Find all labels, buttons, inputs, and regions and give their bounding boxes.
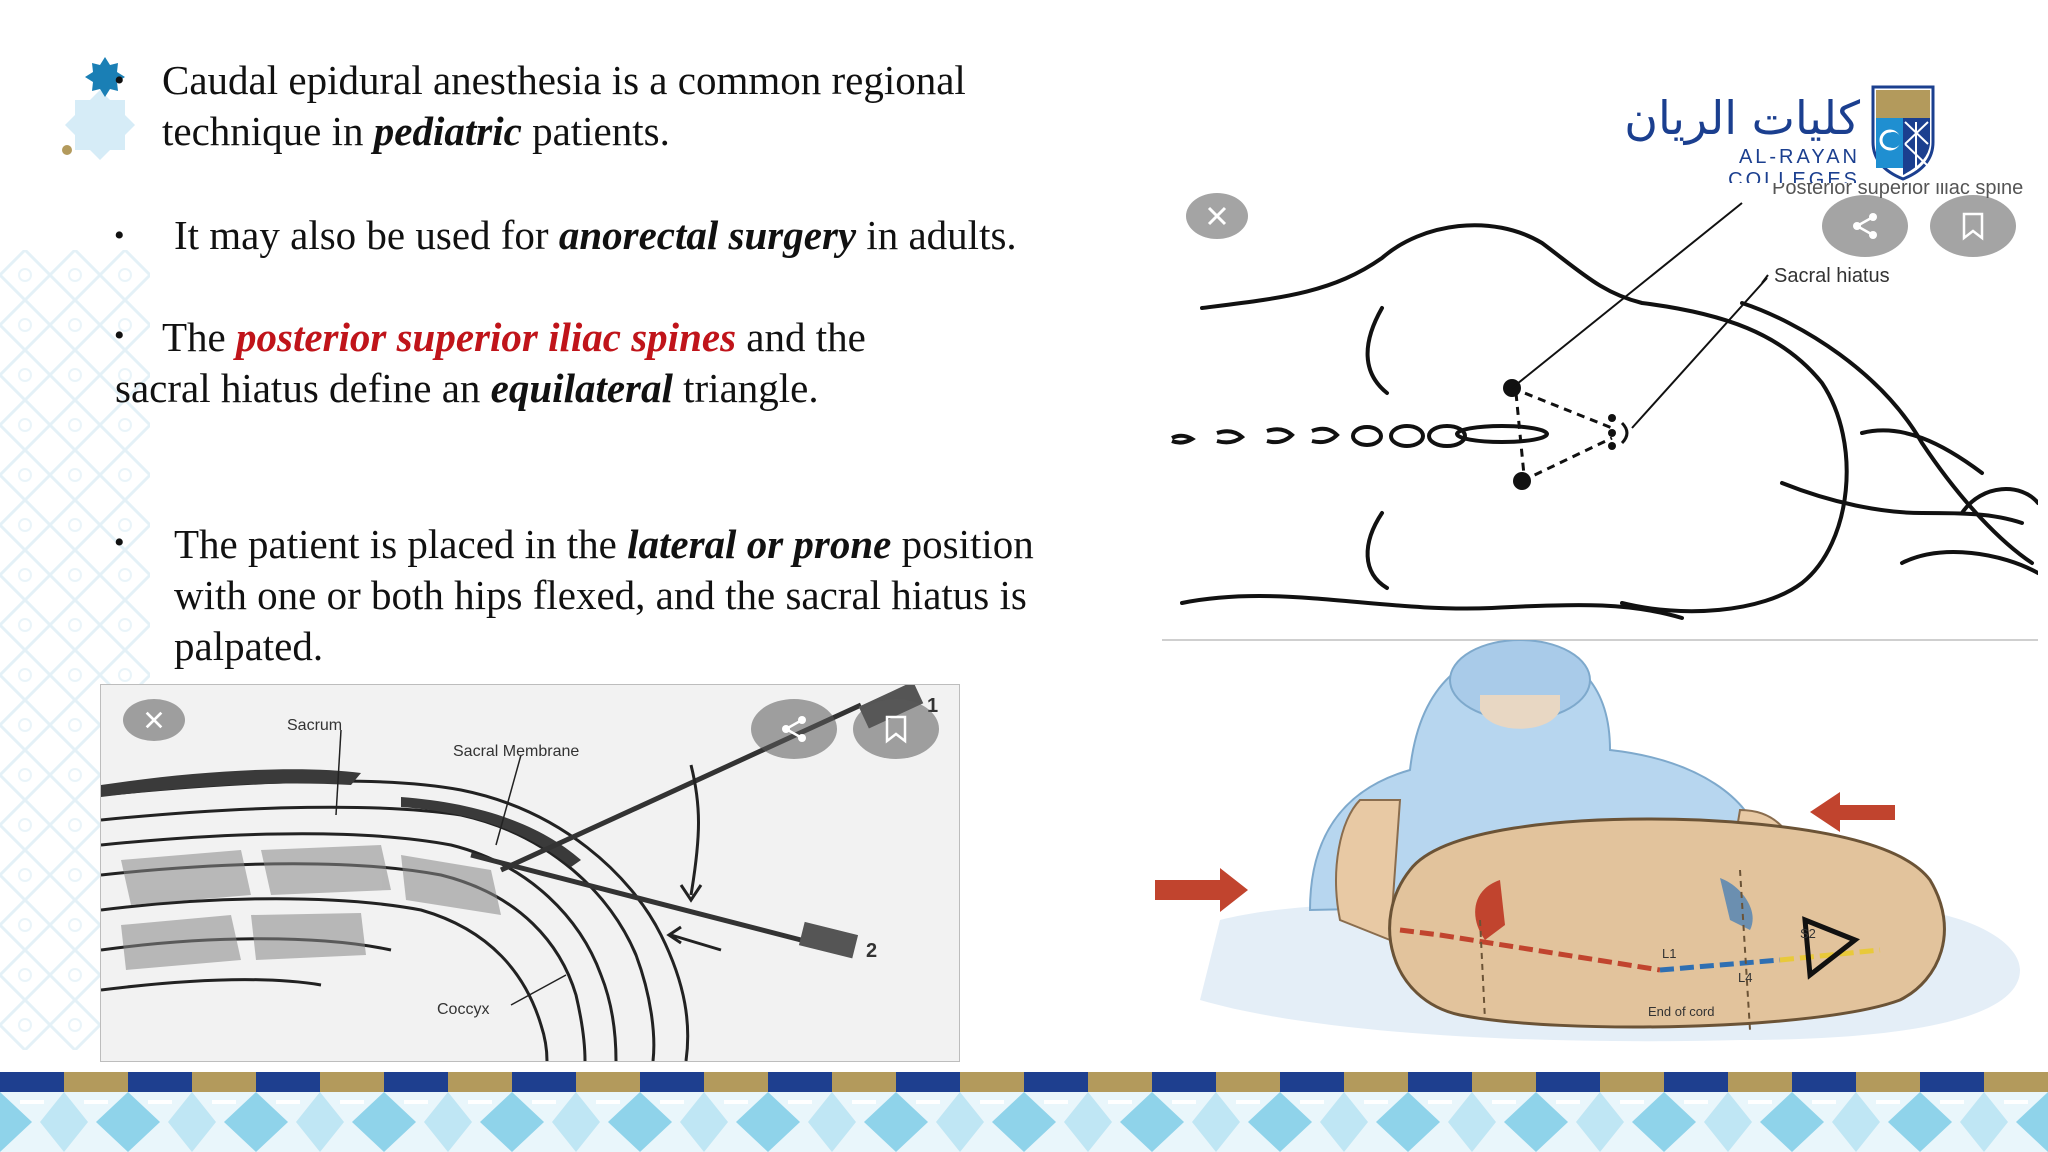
bullet-3-line1: The posterior superior iliac spines and …: [162, 314, 866, 360]
label-l1: L1: [1662, 946, 1677, 961]
label-sacrum: Sacrum: [287, 717, 343, 734]
share-button[interactable]: [1822, 195, 1908, 257]
label-needle-2: 2: [866, 940, 878, 962]
close-button[interactable]: [1186, 193, 1248, 239]
label-psis: Posterior superior iliac spine: [1772, 183, 2024, 199]
close-icon: [145, 711, 163, 729]
bullet-dot: •: [114, 526, 125, 559]
label-needle-1: 1: [927, 695, 939, 717]
arrow-left-icon: [1155, 868, 1248, 912]
label-s2: S2: [1800, 926, 1816, 941]
back-outline-drawing: [1171, 202, 2038, 620]
bookmark-button[interactable]: [1930, 195, 2016, 257]
close-icon: [1207, 206, 1227, 226]
share-icon: [782, 716, 806, 742]
share-button[interactable]: [751, 699, 837, 759]
bullet-1-line2: technique in pediatric patients.: [162, 108, 670, 154]
bookmark-button[interactable]: [853, 699, 939, 759]
label-sacral-hiatus: Sacral hiatus: [1774, 265, 1890, 287]
figure-sagittal-needle: Sacrum Sacral Membrane Coccyx 1 2: [100, 684, 960, 1062]
bullet-dot: •: [114, 319, 125, 352]
bullet-1-line1: Caudal epidural anesthesia is a common r…: [162, 57, 966, 103]
bullet-3-line2: sacral hiatus define an equilateral tria…: [115, 365, 819, 411]
bookmark-icon: [1962, 212, 1984, 241]
figure-back-triangle: Posterior superior iliac spine Sacral hi…: [1162, 183, 2038, 641]
bookmark-icon: [885, 715, 907, 744]
sacrum-cross-section-drawing: [101, 685, 924, 1061]
label-l4: L4: [1738, 970, 1753, 985]
share-icon: [1853, 213, 1877, 239]
close-button[interactable]: [123, 699, 185, 741]
psis-point: [1513, 472, 1531, 490]
arrow-right-icon: [1810, 792, 1895, 832]
college-shield-icon: [1871, 85, 1935, 181]
label-end-of-cord: End of cord: [1648, 1004, 1715, 1019]
bullet-dot: •: [114, 219, 125, 252]
bullet-4: The patient is placed in the lateral or …: [174, 521, 1034, 669]
decorative-border-band: [0, 1072, 2048, 1152]
figure-patient-position: L1 L4 S2 End of cord: [1140, 640, 2040, 1060]
logo-text: كليات الريان AL-RAYAN COLLEGES: [1620, 90, 1860, 192]
logo-arabic: كليات الريان: [1624, 91, 1860, 145]
bullet-2: It may also be used for anorectal surger…: [174, 212, 1017, 258]
decorative-star-icon: [62, 57, 135, 160]
bullet-1: Caudal epidural anesthesia is a common r…: [162, 55, 1122, 157]
patient-lateral-drawing: [1155, 640, 2020, 1042]
landmark-triangle: [1802, 916, 1860, 980]
bullet-dot: •: [114, 64, 125, 97]
label-coccyx: Coccyx: [437, 1001, 490, 1018]
label-sacral-membrane: Sacral Membrane: [453, 743, 580, 760]
